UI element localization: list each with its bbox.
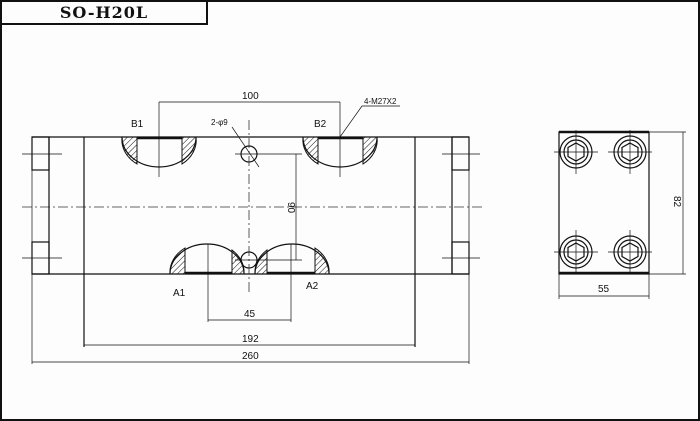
dim-45-label: 45 bbox=[244, 309, 256, 320]
label-threads: 4-M27X2 bbox=[364, 97, 397, 106]
port-b1 bbox=[121, 102, 197, 177]
label-b1: B1 bbox=[131, 119, 144, 130]
label-holes: 2-φ9 bbox=[211, 118, 228, 127]
label-b2: B2 bbox=[314, 119, 327, 130]
front-view: 100 90 45 192 260 B1 B2 A1 A2 2-φ9 4-M27… bbox=[22, 91, 484, 364]
bolt-heads bbox=[554, 130, 652, 274]
right-flange-top bbox=[451, 136, 470, 171]
label-a1: A1 bbox=[173, 288, 186, 299]
side-view: 82 55 bbox=[554, 130, 686, 299]
dim-55-label: 55 bbox=[598, 284, 610, 295]
label-a2: A2 bbox=[306, 281, 319, 292]
dim-100-label: 100 bbox=[242, 91, 259, 102]
port-a1 bbox=[169, 243, 245, 322]
dim-82-label: 82 bbox=[671, 196, 682, 208]
port-b2 bbox=[302, 102, 378, 177]
dim-192-label: 192 bbox=[242, 334, 259, 345]
port-a2 bbox=[254, 243, 330, 322]
title-box: SO-H20L bbox=[2, 2, 208, 25]
dim-260-label: 260 bbox=[242, 351, 259, 362]
dim-90-label: 90 bbox=[285, 202, 296, 214]
left-flange-top bbox=[31, 136, 50, 171]
